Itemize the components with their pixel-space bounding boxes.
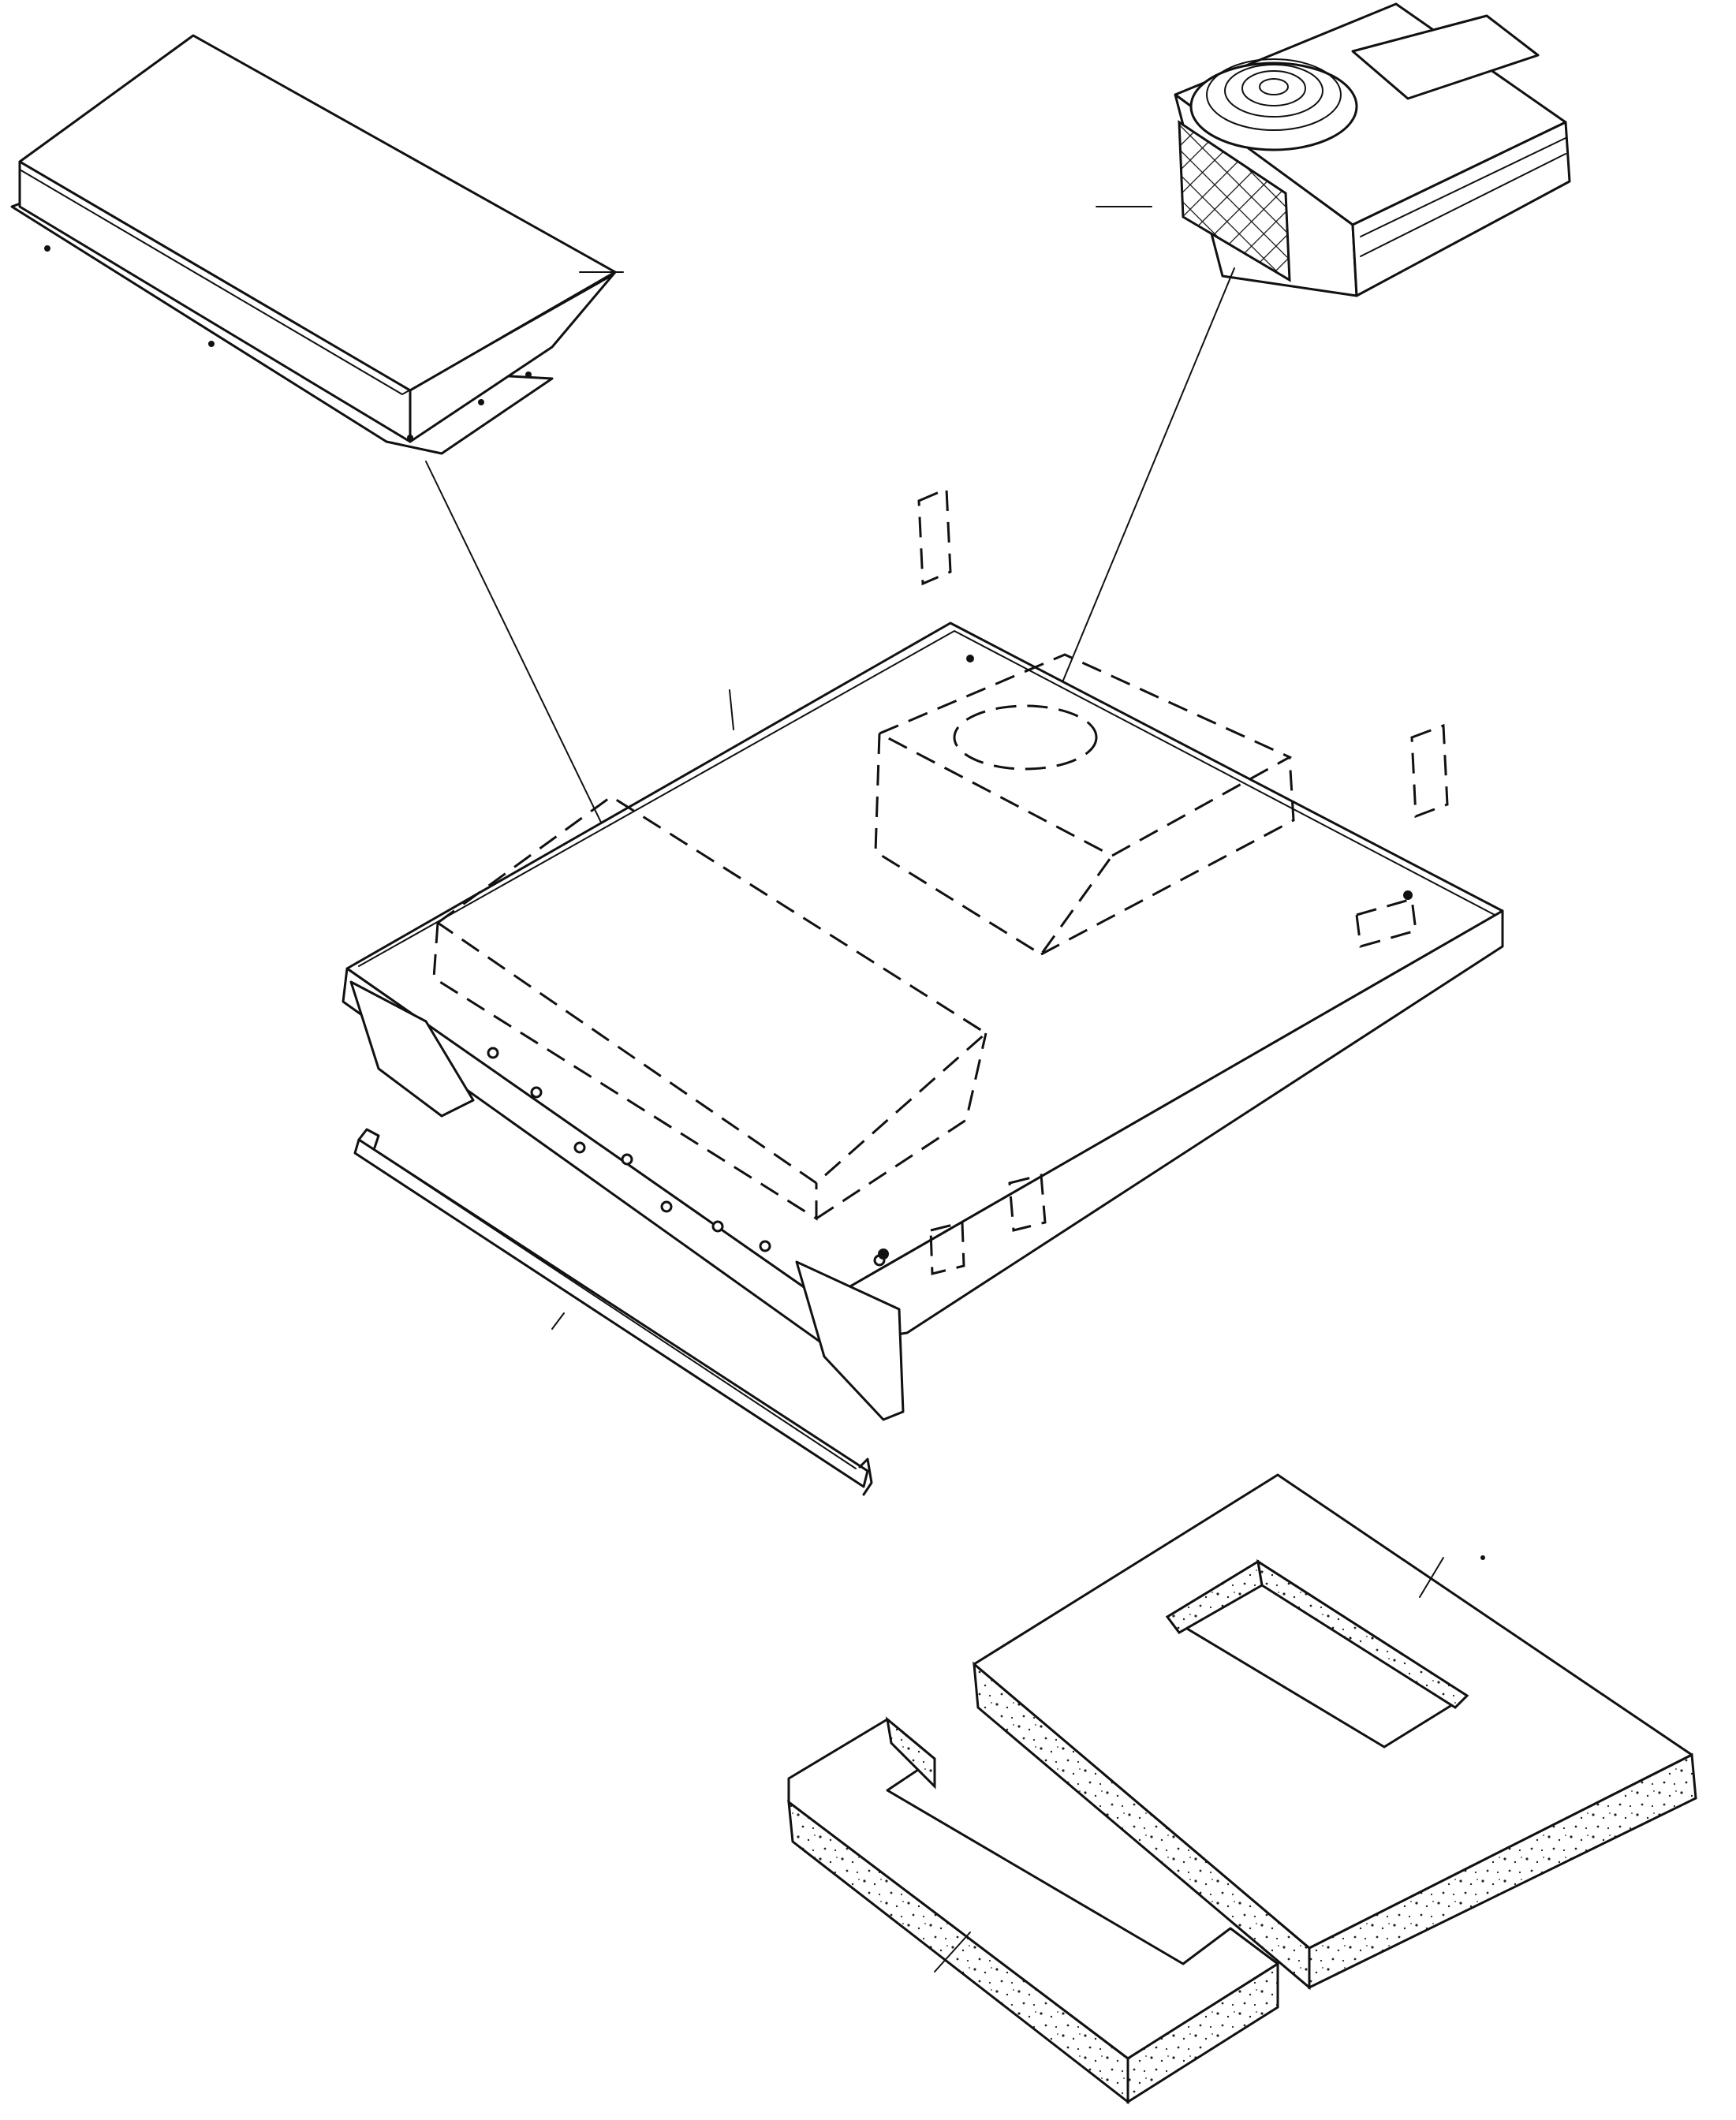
cover-position-outline — [432, 795, 988, 1221]
fan-icon — [1189, 58, 1358, 151]
base-tray — [342, 487, 1504, 1421]
foam-gasket-frame — [973, 1473, 1697, 1991]
dashed-brackets — [917, 487, 1449, 1275]
fan-position-outline — [874, 653, 1295, 957]
fan-module — [1096, 2, 1571, 297]
side-rail-strip — [353, 1128, 873, 1496]
foam-gasket-channel — [787, 1716, 1279, 2105]
leader-line-fan — [1040, 267, 1235, 734]
upper-housing-cover — [10, 34, 624, 455]
